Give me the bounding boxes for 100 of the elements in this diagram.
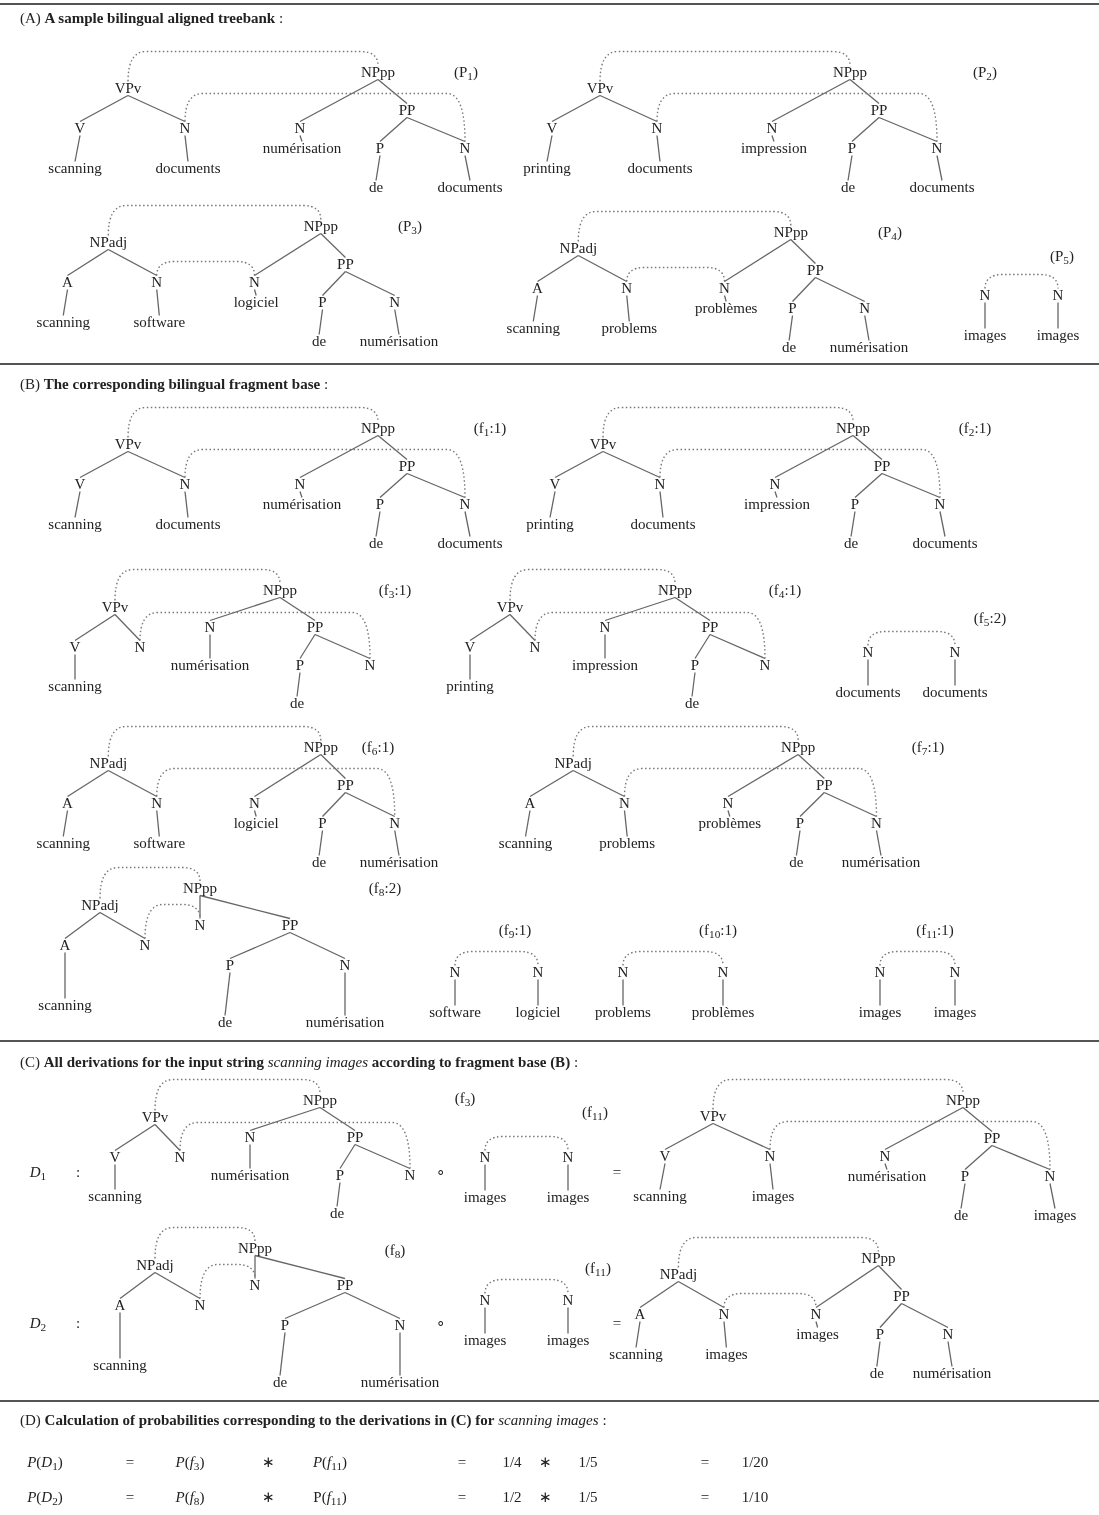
tree-id-label: (P$_{4}$) — [878, 223, 902, 241]
tree-branch — [549, 490, 556, 519]
tree-branch — [659, 490, 664, 519]
tree-node-label: N — [719, 279, 730, 297]
tree-node-label: V — [464, 638, 476, 656]
tree-node-label: images — [933, 1003, 977, 1021]
tree-node-label: P — [690, 656, 700, 674]
tree-node-label: PP — [701, 618, 719, 636]
tree-branch — [74, 134, 81, 163]
tree-node-label: PP — [815, 776, 833, 794]
tree-node-label: N — [174, 1148, 186, 1166]
alignment-link — [867, 630, 956, 647]
tree-node-label: VPv — [589, 435, 617, 453]
tree-node-label: PP — [398, 101, 416, 119]
alignment-link — [154, 1226, 256, 1260]
fragment-id-label: (f$_{7}$:1) — [911, 738, 945, 756]
tree-node-label: N — [759, 656, 771, 674]
operator-symbol: = — [457, 1453, 467, 1471]
tree-node-label: impression — [741, 139, 807, 157]
tree-node-label: scanning — [48, 677, 102, 695]
tree-branch — [884, 1106, 964, 1151]
tree-branch — [339, 1143, 356, 1170]
tree-node-label: NPpp — [360, 419, 396, 437]
tree-node-label: NPpp — [945, 1091, 981, 1109]
tree-node-label: N — [934, 495, 946, 513]
tree-node-label: scanning — [93, 1356, 147, 1374]
fraction: 1/20 — [741, 1453, 769, 1471]
tree-node-label: N — [879, 1147, 891, 1165]
operator-symbol: = — [612, 1314, 622, 1332]
tree-node-label: N — [769, 475, 781, 493]
tree-branch — [529, 769, 574, 798]
tree-branch — [1049, 1182, 1056, 1210]
fragment-id-label: (f$_{8}$:2) — [368, 879, 402, 897]
tree-branch — [774, 490, 778, 499]
tree-node-label: images — [705, 1345, 748, 1363]
tree-node-label: de — [684, 694, 700, 712]
tree-node-label: VPv — [101, 598, 129, 616]
tree-branch — [253, 288, 257, 297]
tree-branch — [184, 490, 189, 519]
fragment-id-label: (f$_{6}$:1) — [361, 738, 395, 756]
tree-branch — [127, 450, 186, 479]
tree-node-label: software — [133, 313, 186, 331]
tree-node-label: N — [139, 936, 151, 954]
tree-node-label: images — [796, 1325, 839, 1343]
alignment-link — [723, 1292, 817, 1309]
tree-node-label: P — [847, 139, 857, 157]
tree-branch — [694, 633, 711, 660]
operator-symbol: ∗ — [538, 1488, 552, 1506]
tree-node-label: P — [850, 495, 860, 513]
tree-node-label: NPpp — [861, 1249, 896, 1267]
tree-node-label: logiciel — [233, 293, 279, 311]
tree-branch — [664, 1122, 714, 1151]
tree-branch — [769, 1162, 774, 1191]
fragment-id-label: (f$_{2}$:1) — [958, 419, 992, 437]
operator-symbol: : — [75, 1163, 81, 1181]
tree-node-label: documents — [155, 515, 221, 533]
tree-node-label: documents — [835, 683, 901, 701]
tree-node-label: VPv — [114, 79, 142, 97]
tree-branch — [626, 294, 630, 323]
tree-node-label: numérisation — [829, 338, 909, 356]
tree-branch — [536, 254, 579, 283]
tree-branch — [253, 809, 257, 818]
tree-branch — [394, 829, 400, 857]
alignment-link — [184, 92, 466, 143]
tree-node-label: A — [524, 794, 536, 812]
tree-node-label: N — [364, 656, 376, 674]
tree-branch — [727, 809, 731, 818]
tree-node-label: N — [871, 814, 882, 832]
tree-branch — [877, 1264, 903, 1291]
tree-node-label: NPadj — [89, 754, 128, 772]
tree-node-label: numérisation — [847, 1167, 927, 1185]
tree-node-label: N — [389, 814, 401, 832]
tree-id-label: (P$_{2}$) — [973, 63, 997, 81]
tree-branch — [469, 653, 471, 681]
tree-node-label: P — [225, 956, 235, 974]
tree-node-label: scanning — [633, 1187, 687, 1205]
operator-symbol: ∘ — [435, 1314, 445, 1332]
tree-node-label: PP — [346, 1128, 364, 1146]
alignment-link — [154, 1078, 321, 1112]
tree-node-label: N — [151, 273, 163, 291]
operator-symbol: = — [125, 1453, 135, 1471]
section-heading: (B) The corresponding bilingual fragment base : — [20, 375, 329, 393]
tree-branch — [567, 1306, 569, 1335]
tree-node-label: images — [751, 1187, 795, 1205]
section-heading: (C) All derivations for the input string scanning images according to fragment base (B) : — [20, 1053, 579, 1071]
alignment-link — [127, 406, 379, 439]
tree-branch — [604, 633, 606, 660]
alignment-link — [199, 1263, 256, 1300]
tree-branch — [852, 434, 883, 461]
tree-node-label: N — [764, 1147, 776, 1165]
fragment-id-label: (f$_{11}$) — [582, 1103, 608, 1121]
tree-branch — [727, 753, 799, 798]
tree-branch — [823, 791, 878, 818]
tree-node-label: problèmes — [691, 1003, 755, 1021]
formula-term: P(f$_{3}$) — [175, 1453, 205, 1471]
tree-branch — [344, 270, 396, 297]
tree-node-label: de — [840, 178, 856, 196]
tree-branch — [815, 1264, 880, 1309]
tree-branch — [572, 769, 626, 798]
tree-node-label: VPv — [586, 79, 614, 97]
